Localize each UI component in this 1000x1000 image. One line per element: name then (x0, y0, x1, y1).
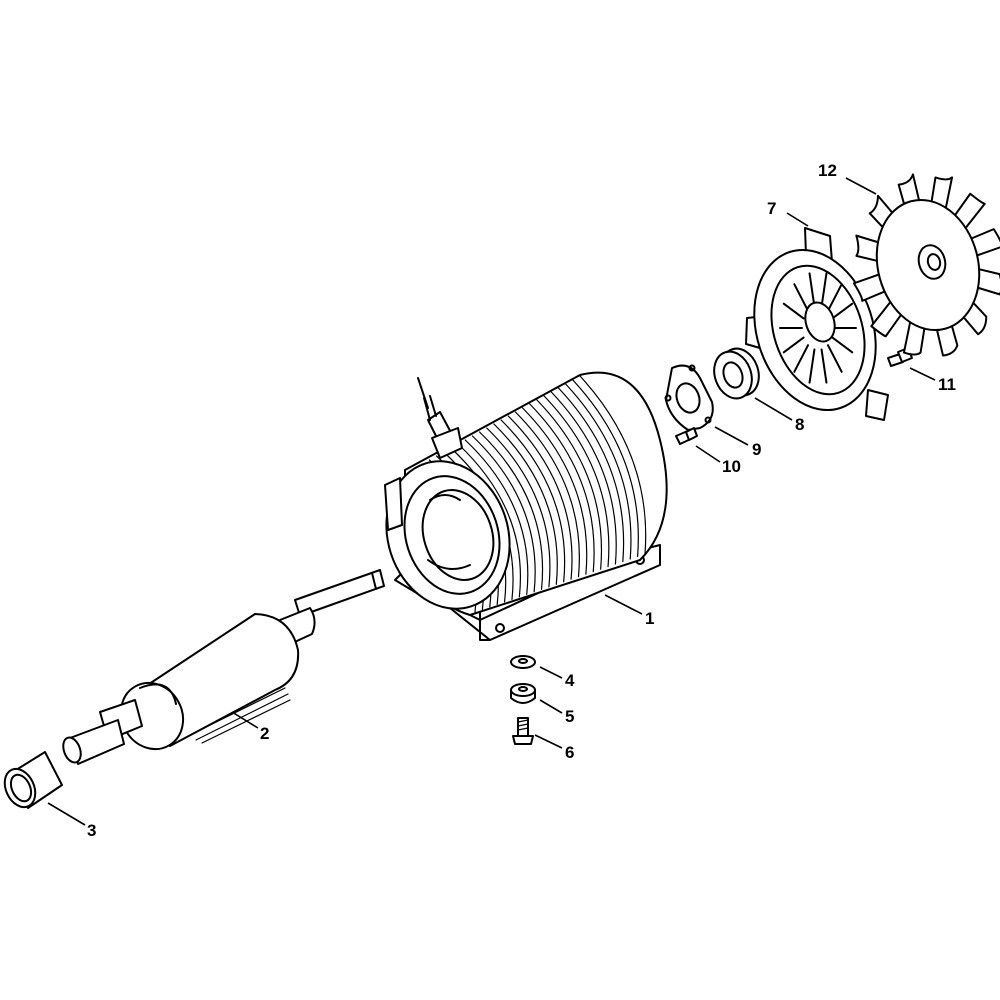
gasket-plate (664, 364, 714, 431)
leader-9 (714, 426, 749, 446)
end-shield-spoke (820, 272, 828, 308)
ball-bearing (713, 347, 760, 400)
end-shield-spoke (793, 344, 810, 373)
housing-fin (557, 387, 625, 563)
leader-7 (786, 212, 809, 227)
housing-fin (486, 427, 551, 588)
end-shield-spoke (782, 336, 805, 354)
housing-fin (507, 415, 573, 580)
callout-4: 4 (565, 671, 575, 690)
callout-8: 8 (795, 415, 804, 434)
callout-6: 6 (565, 743, 574, 762)
end-shield-spoke (831, 302, 854, 320)
leader-8 (754, 397, 793, 421)
callout-7: 7 (767, 199, 776, 218)
housing-fin (457, 443, 521, 598)
housing-fin (550, 391, 617, 565)
housing-fin (478, 431, 544, 590)
callout-12: 12 (818, 161, 837, 180)
rotor-assembly (62, 569, 385, 765)
end-shield-spoke (820, 348, 828, 384)
end-shield-spoke (793, 283, 810, 312)
end-shield-spoke (826, 283, 843, 312)
leader-5 (539, 699, 563, 714)
leader-12 (845, 177, 877, 195)
housing-fin (565, 383, 632, 560)
callout-2: 2 (260, 724, 269, 743)
screw-small (675, 427, 698, 445)
leader-10 (695, 445, 721, 463)
housing-fin (464, 439, 529, 595)
housing-fin (529, 403, 595, 573)
housing-fin (536, 399, 603, 570)
sleeve-bushing (3, 751, 63, 809)
leader-2 (231, 711, 259, 729)
end-shield-spoke (831, 336, 854, 354)
callout-3: 3 (87, 821, 96, 840)
end-shield-spoke (826, 344, 843, 373)
housing-fin (500, 419, 566, 583)
end-shield-spoke (808, 348, 816, 384)
leader-1 (604, 594, 643, 615)
housing-fin (543, 395, 610, 568)
callout-9: 9 (752, 440, 761, 459)
leader-6 (534, 734, 563, 749)
motor-housing (384, 371, 668, 641)
callout-5: 5 (565, 707, 574, 726)
cooling-fan (852, 173, 1000, 357)
housing-fin (514, 411, 580, 578)
callout-11: 11 (938, 375, 956, 394)
screw-bottom (512, 717, 534, 745)
housing-fin (522, 407, 588, 575)
leader-3 (47, 802, 86, 826)
housing-fin (471, 435, 536, 593)
callout-labels: 1 2 3 4 5 6 7 8 9 10 11 12 (87, 161, 956, 840)
leader-11 (909, 367, 936, 381)
callout-10: 10 (722, 457, 741, 476)
end-shield-spoke (808, 272, 816, 308)
end-shield (745, 227, 889, 421)
housing-fin (493, 423, 558, 585)
leader-4 (539, 666, 563, 679)
housing-fin (572, 379, 639, 558)
callout-1: 1 (645, 609, 654, 628)
washer-small (510, 655, 536, 669)
leader-lines (47, 177, 936, 826)
end-shield-spoke (782, 302, 805, 320)
housing-fin (579, 375, 647, 555)
rubber-bushing (510, 683, 536, 704)
